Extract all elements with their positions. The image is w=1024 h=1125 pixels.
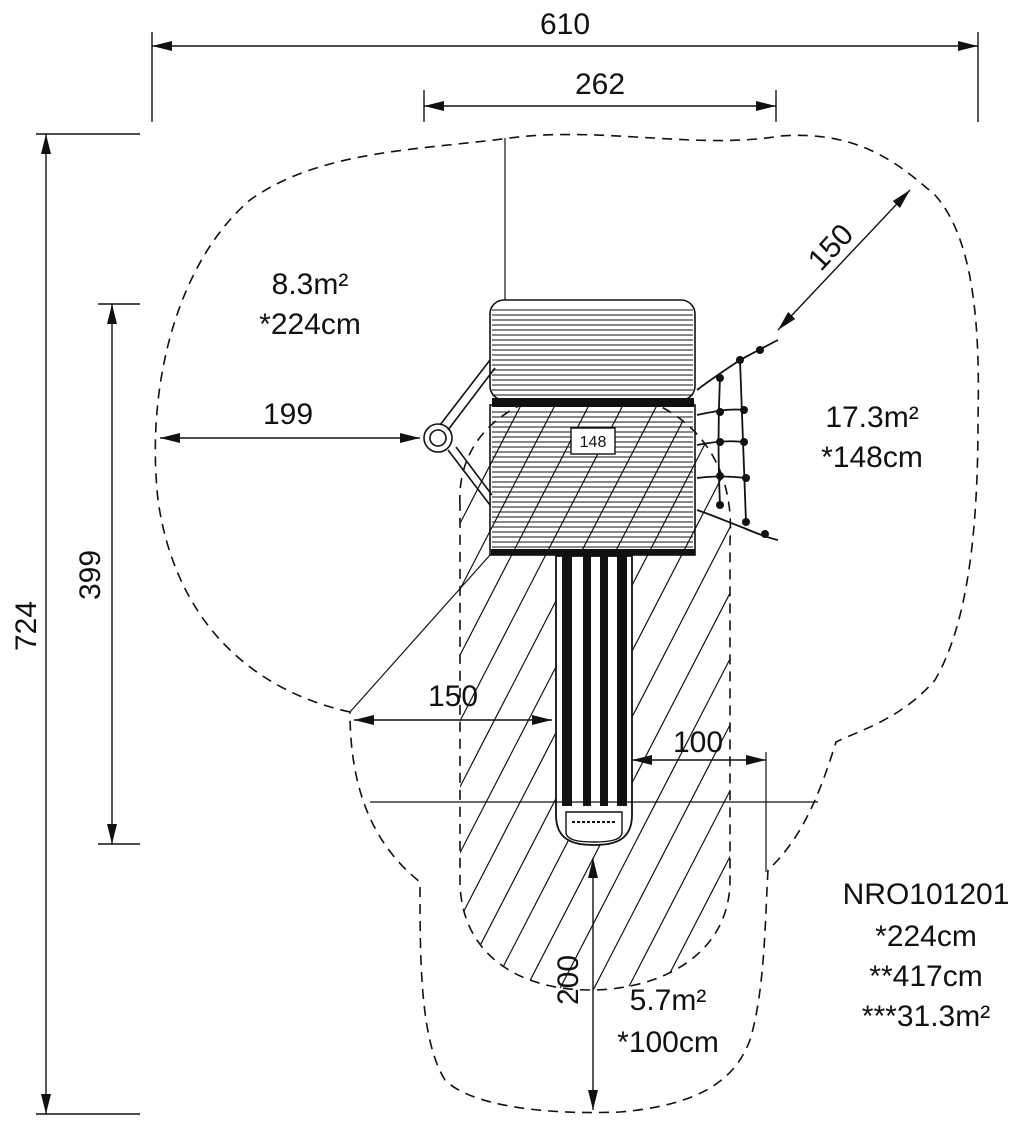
- dim-overall-height: 724: [10, 133, 140, 1115]
- net-knot: [740, 406, 748, 414]
- dim-overall-width: 610: [151, 8, 979, 122]
- drawing-stroke: [459, 388, 569, 991]
- net-knot: [716, 408, 724, 416]
- platform-height-tag: 148: [570, 427, 616, 455]
- drawing-stroke: [459, 388, 671, 991]
- platform-tag-text: 148: [580, 434, 607, 451]
- product-fall-height: *224cm: [875, 920, 977, 953]
- net-knot: [736, 356, 744, 364]
- dim-platform-width: 262: [423, 68, 777, 300]
- dim-slide-right-clearance: 100: [632, 726, 767, 872]
- drawing-stroke: [485, 388, 731, 991]
- drawing-stroke: [459, 388, 603, 991]
- drawing-stroke: [0, 380, 228, 1000]
- drawing-stroke: [459, 388, 535, 991]
- dim-side-height: 399: [74, 303, 140, 845]
- net-knot: [756, 346, 764, 354]
- zone-left-height: *224cm: [259, 308, 361, 341]
- drawing-stroke: [0, 380, 262, 1000]
- product-info: NRO101201 *224cm **417cm ***31.3m²: [843, 878, 1010, 1033]
- dim-slide-exit-label: 200: [552, 955, 585, 1005]
- zone-right-area: 17.3m²: [825, 401, 918, 434]
- slide-zone-outline: [459, 388, 732, 991]
- climbing-net: [696, 339, 779, 541]
- drawing-stroke: [78, 380, 398, 1000]
- drawing-stroke: [44, 380, 364, 1000]
- net-knot: [716, 438, 724, 446]
- drawing-stroke: [621, 388, 731, 991]
- product-total-area: ***31.3m²: [862, 1000, 990, 1033]
- net-knot: [761, 530, 769, 538]
- zone-bottom-height: *100cm: [617, 1026, 719, 1059]
- safety-zone-outline: [154, 133, 980, 1114]
- dim-left-clearance: 199: [160, 398, 420, 443]
- drawing-stroke: [553, 388, 731, 991]
- drawing-stroke: [459, 388, 467, 991]
- drawing-stroke: [112, 380, 432, 1000]
- net-knot: [742, 474, 750, 482]
- dim-slide-exit: 200: [552, 858, 598, 1110]
- dim-slide-right-clearance-label: 100: [673, 726, 723, 759]
- net-knot: [716, 501, 724, 509]
- drawing-stroke: [0, 380, 296, 1000]
- dim-slide-side-clearance-label: 150: [428, 680, 478, 713]
- side-ladder: [423, 359, 496, 506]
- net-knot: [716, 374, 724, 382]
- drawing-stroke: [587, 388, 731, 991]
- zone-bottom-area: 5.7m²: [630, 984, 707, 1017]
- zone-right-height: *148cm: [821, 441, 923, 474]
- drawing-stroke: [459, 388, 637, 991]
- dim-side-height-label: 399: [74, 550, 107, 600]
- product-code: NRO101201: [843, 878, 1010, 911]
- drawing-stroke: [519, 388, 731, 991]
- dim-platform-width-label: 262: [575, 68, 625, 101]
- drawing-stroke: [10, 380, 330, 1000]
- dim-slide-side-clearance: 150: [349, 554, 552, 725]
- dim-overall-width-label: 610: [540, 8, 590, 41]
- net-knot: [740, 438, 748, 446]
- drawing-stroke: [459, 388, 705, 991]
- dim-left-clearance-label: 199: [263, 398, 313, 431]
- slide: [555, 555, 633, 846]
- drawing-stroke: [655, 388, 731, 991]
- zone-left-area: 8.3m²: [272, 268, 349, 301]
- dim-net-clearance: 150: [777, 189, 911, 331]
- drawing-stroke: [0, 380, 160, 1000]
- product-total-height: **417cm: [869, 960, 982, 993]
- net-knot: [742, 518, 750, 526]
- dim-net-clearance-label: 150: [802, 218, 860, 277]
- drawing-stroke: [0, 380, 194, 1000]
- net-knot: [716, 472, 724, 480]
- climbing-net-knots: [716, 346, 769, 538]
- dim-overall-height-label: 724: [10, 601, 43, 651]
